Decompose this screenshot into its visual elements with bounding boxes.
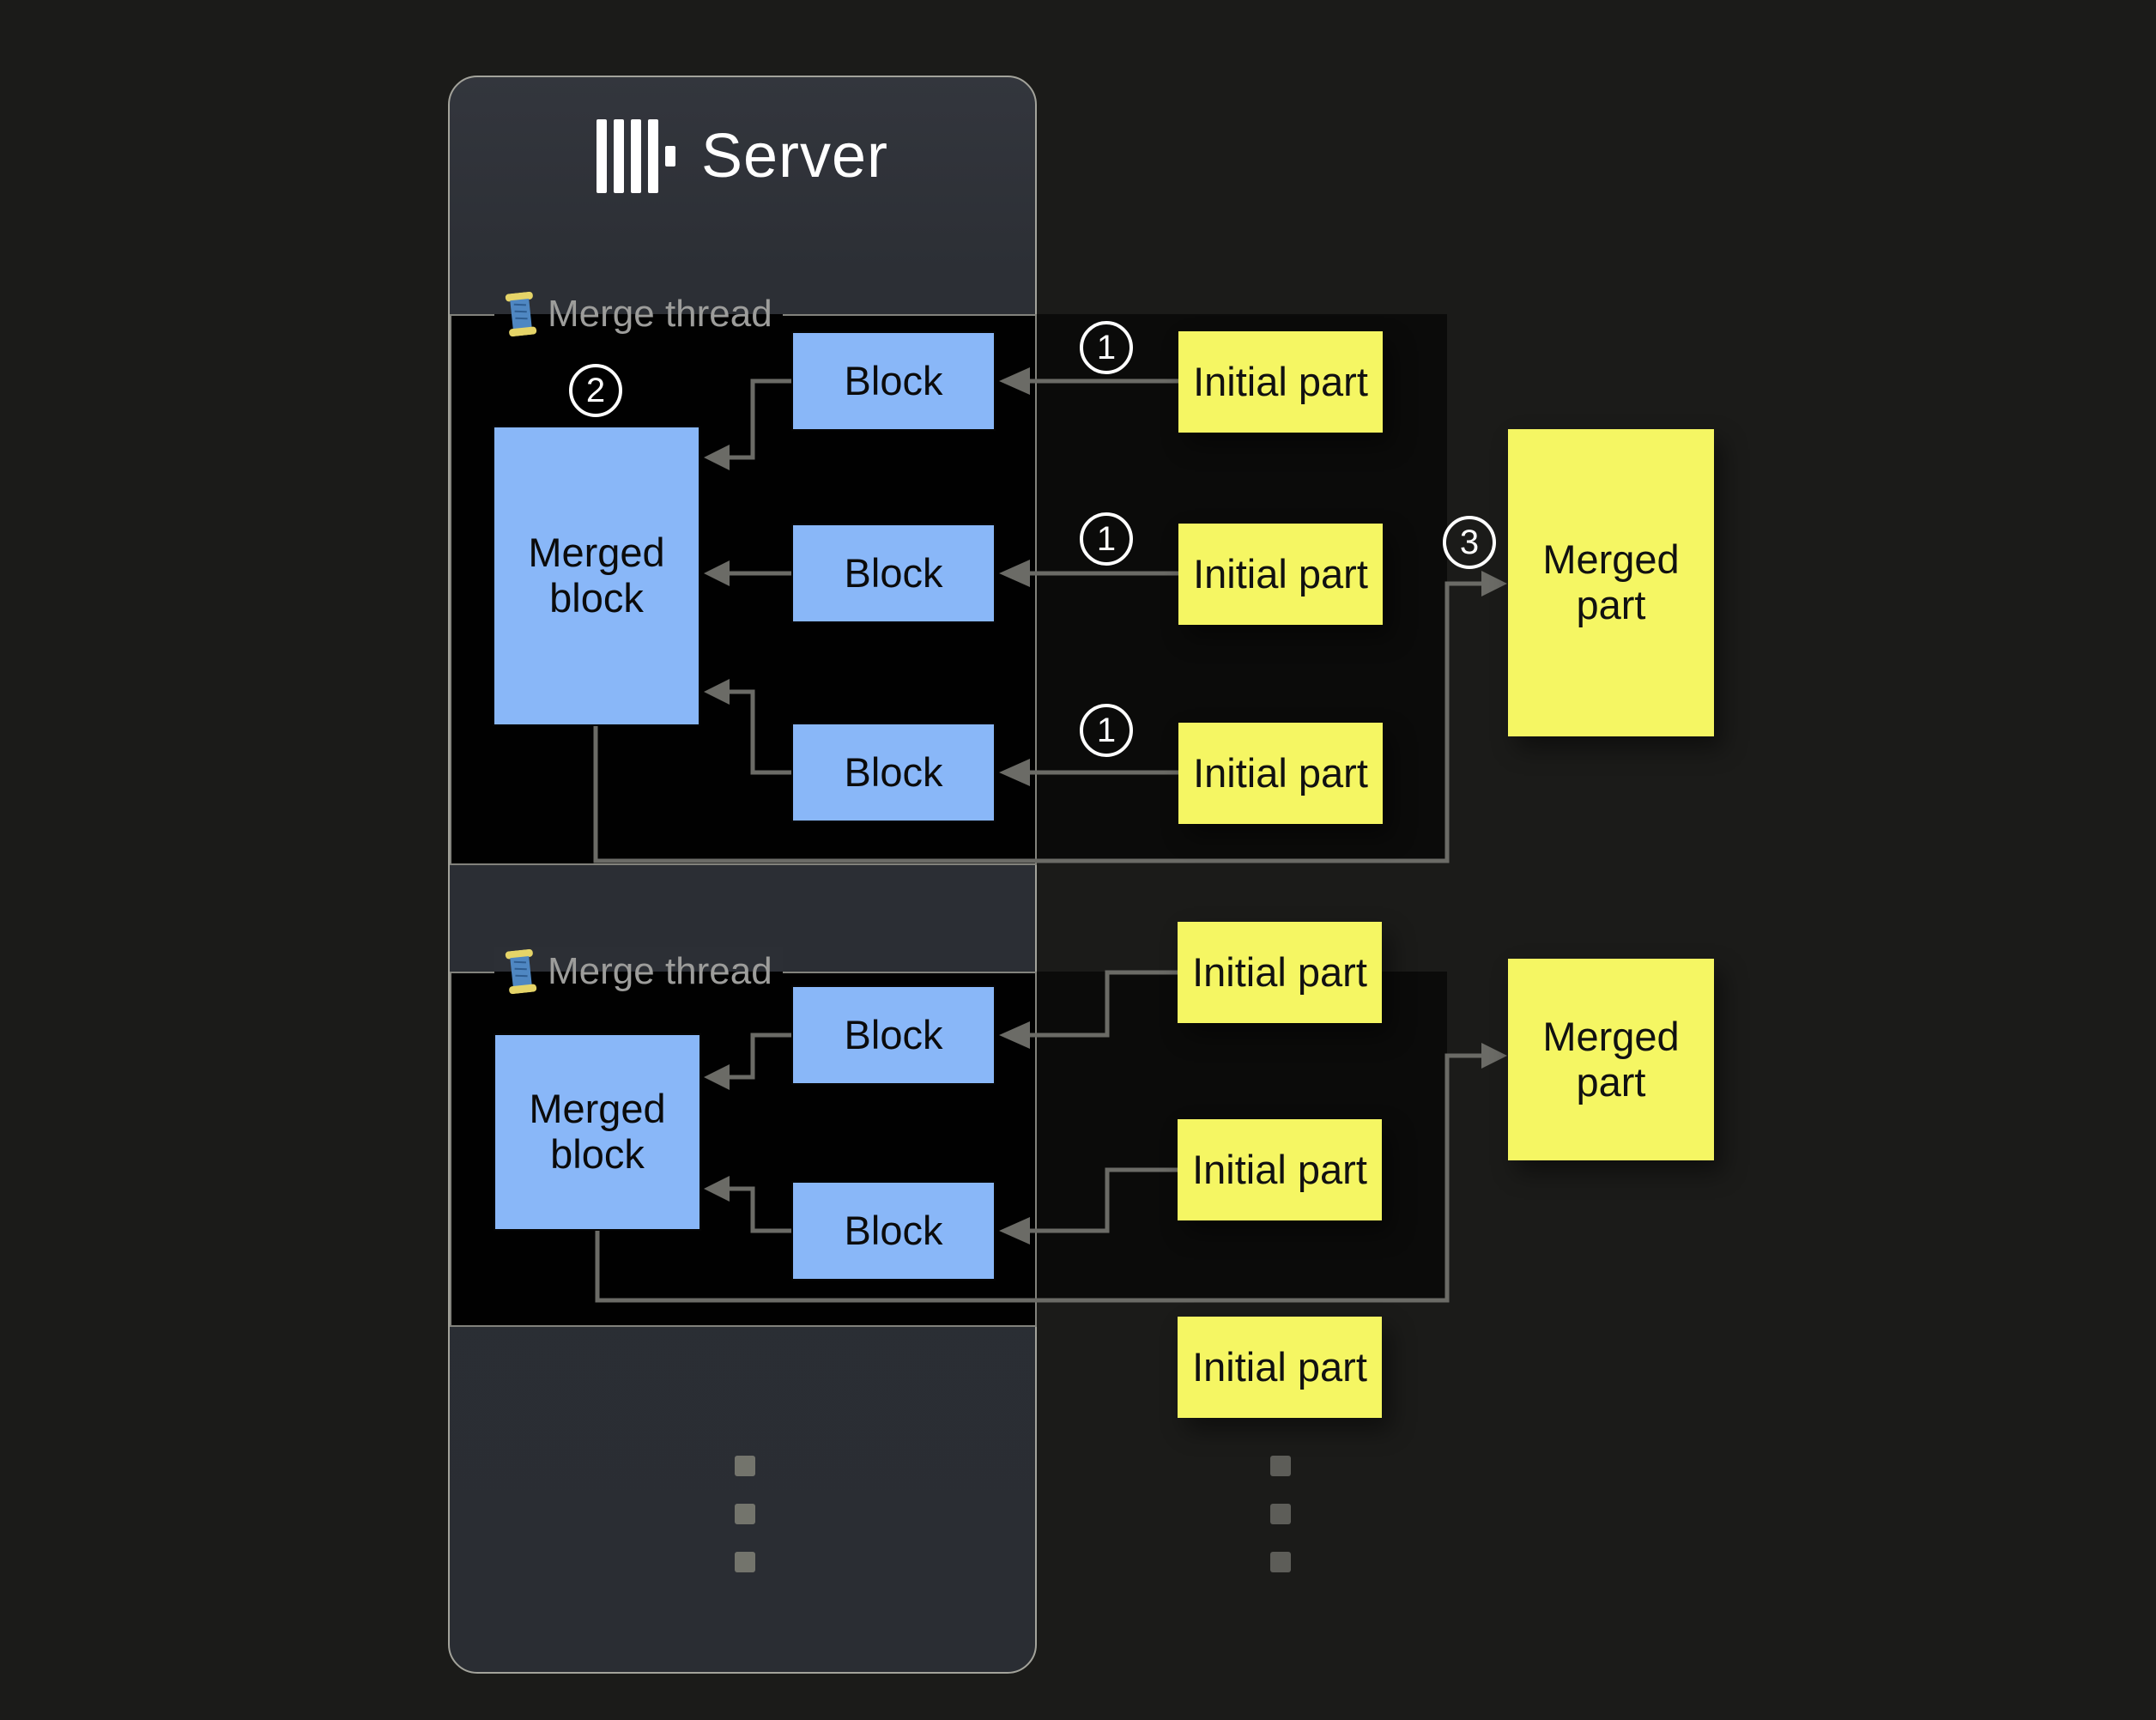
step-badge-1: 1 xyxy=(1080,321,1133,374)
thread-spool-icon xyxy=(505,948,537,995)
ellipsis-dot xyxy=(735,1456,755,1476)
initial-part-6: Initial part xyxy=(1178,1317,1382,1418)
merged-part-1: Merged part xyxy=(1508,429,1714,736)
step-badge-3: 3 xyxy=(1443,516,1496,569)
thread-spool-icon xyxy=(505,291,537,337)
server-header: Server xyxy=(448,105,1037,208)
block-2: Block xyxy=(791,524,996,623)
initial-part-3: Initial part xyxy=(1178,723,1383,824)
merged-part-2: Merged part xyxy=(1508,959,1714,1160)
block-5: Block xyxy=(791,1181,996,1281)
step-badge-1: 1 xyxy=(1080,512,1133,566)
merge-thread-1-legend: Merge thread xyxy=(494,289,783,339)
block-4: Block xyxy=(791,985,996,1085)
ellipsis-dot xyxy=(735,1504,755,1524)
step-badge-1: 1 xyxy=(1080,704,1133,757)
initial-part-2: Initial part xyxy=(1178,524,1383,625)
initial-part-1: Initial part xyxy=(1178,331,1383,433)
merged-block-1: Merged block xyxy=(493,426,700,726)
merge-thread-1-label: Merge thread xyxy=(548,293,772,335)
merge-thread-2-legend: Merge thread xyxy=(494,947,783,996)
initial-part-5: Initial part xyxy=(1178,1119,1382,1220)
initial-part-4: Initial part xyxy=(1178,922,1382,1023)
ellipsis-dot xyxy=(1270,1456,1291,1476)
arrowhead-into-mergedpart2 xyxy=(1481,1043,1507,1069)
ellipsis-dot xyxy=(735,1552,755,1572)
merged-block-2: Merged block xyxy=(494,1033,701,1231)
step-badge-2: 2 xyxy=(569,364,622,417)
logo-bar xyxy=(596,119,607,193)
block-1: Block xyxy=(791,331,996,431)
logo-bar-short xyxy=(664,146,675,167)
logo-bar xyxy=(647,119,658,193)
arrowhead-into-mergedpart1 xyxy=(1481,571,1507,597)
logo-bar xyxy=(613,119,624,193)
ellipsis-dot xyxy=(1270,1504,1291,1524)
block-3: Block xyxy=(791,723,996,822)
logo-bar xyxy=(630,119,641,193)
server-title: Server xyxy=(700,122,889,191)
clickhouse-logo-icon xyxy=(596,119,675,193)
merge-thread-2-label: Merge thread xyxy=(548,950,772,992)
ellipsis-dot xyxy=(1270,1552,1291,1572)
